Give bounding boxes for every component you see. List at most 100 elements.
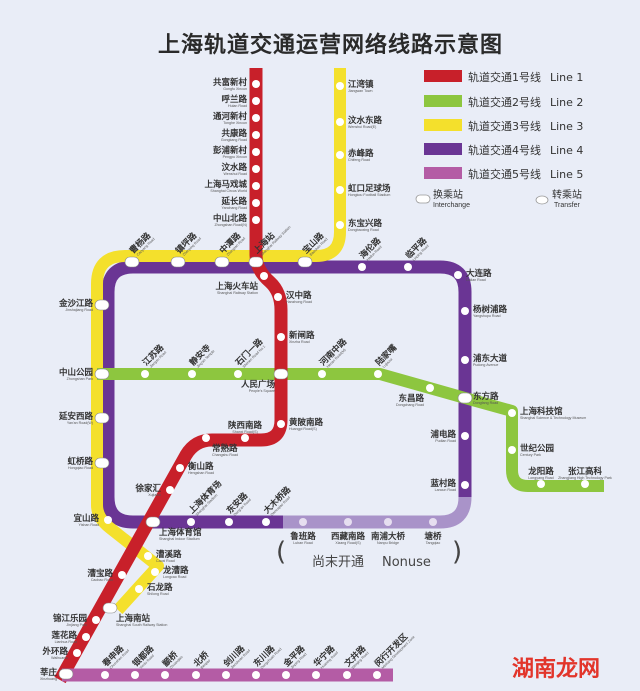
station-marker[interactable] xyxy=(252,165,260,173)
station-marker[interactable] xyxy=(277,333,285,341)
station-marker[interactable] xyxy=(429,518,437,526)
station-marker[interactable] xyxy=(92,616,100,624)
interchange-station-marker[interactable] xyxy=(124,256,140,268)
interchange-station-marker[interactable] xyxy=(94,457,110,469)
station-marker[interactable] xyxy=(461,432,469,440)
station-marker[interactable] xyxy=(274,293,282,301)
station-marker[interactable] xyxy=(336,221,344,229)
station-marker[interactable] xyxy=(166,486,174,494)
station-marker[interactable] xyxy=(192,671,200,679)
station-marker[interactable] xyxy=(461,356,469,364)
station-marker[interactable] xyxy=(343,671,351,679)
interchange-station-marker[interactable] xyxy=(273,368,289,380)
station-marker[interactable] xyxy=(336,151,344,159)
station-marker[interactable] xyxy=(262,518,270,526)
interchange-station-marker[interactable] xyxy=(94,299,110,311)
station-marker[interactable] xyxy=(144,552,152,560)
station-marker[interactable] xyxy=(581,480,589,488)
station-marker[interactable] xyxy=(336,82,344,90)
station-marker[interactable] xyxy=(141,370,149,378)
station-marker[interactable] xyxy=(252,199,260,207)
station-marker[interactable] xyxy=(188,370,196,378)
station-marker[interactable] xyxy=(358,263,366,271)
station-marker[interactable] xyxy=(104,516,112,524)
interchange-station-marker[interactable] xyxy=(94,368,110,380)
interchange-station-marker[interactable] xyxy=(297,256,313,268)
station-marker[interactable] xyxy=(299,518,307,526)
station-marker[interactable] xyxy=(73,649,81,657)
station-marker[interactable] xyxy=(135,585,143,593)
station-marker[interactable] xyxy=(234,370,242,378)
station-marker[interactable] xyxy=(384,518,392,526)
station-marker[interactable] xyxy=(374,370,382,378)
station-marker[interactable] xyxy=(161,671,169,679)
station-marker[interactable] xyxy=(187,518,195,526)
station-marker[interactable] xyxy=(118,571,126,579)
station-marker[interactable] xyxy=(131,671,139,679)
station-marker[interactable] xyxy=(202,434,210,442)
station-marker[interactable] xyxy=(225,518,233,526)
station-marker[interactable] xyxy=(312,671,320,679)
interchange-station-marker[interactable] xyxy=(58,668,74,680)
station-marker[interactable] xyxy=(277,420,285,428)
station-marker[interactable] xyxy=(461,307,469,315)
station-marker[interactable] xyxy=(461,481,469,489)
station-marker[interactable] xyxy=(252,671,260,679)
station-marker[interactable] xyxy=(336,118,344,126)
station-marker[interactable] xyxy=(508,409,516,417)
station-marker[interactable] xyxy=(454,271,462,279)
station-marker[interactable] xyxy=(318,370,326,378)
station-marker[interactable] xyxy=(344,518,352,526)
station-marker[interactable] xyxy=(426,384,434,392)
station-marker[interactable] xyxy=(508,446,516,454)
interchange-station-marker[interactable] xyxy=(248,256,264,268)
station-marker[interactable] xyxy=(252,114,260,122)
interchange-station-marker[interactable] xyxy=(170,256,186,268)
station-marker[interactable] xyxy=(176,464,184,472)
station-marker[interactable] xyxy=(373,671,381,679)
station-marker[interactable] xyxy=(252,80,260,88)
interchange-station-marker[interactable] xyxy=(145,516,161,528)
